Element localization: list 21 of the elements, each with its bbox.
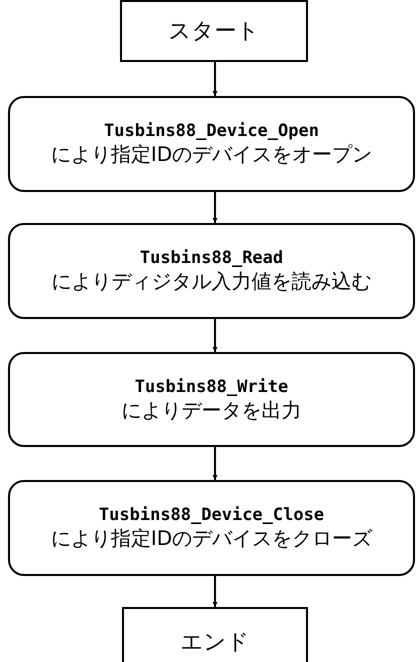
arrow bbox=[212, 447, 218, 480]
arrow bbox=[212, 576, 218, 607]
process-box bbox=[8, 223, 415, 319]
function-name: Tusbins88_Device_Open bbox=[104, 121, 319, 141]
step-description: により指定IDのデバイスをクローズ bbox=[50, 525, 374, 551]
step-description: によりディジタル入力値を読み込む bbox=[50, 268, 372, 294]
arrow bbox=[212, 319, 218, 352]
process-box bbox=[8, 96, 415, 192]
function-name: Tusbins88_Read bbox=[140, 248, 284, 268]
terminal-label: エンド bbox=[180, 629, 250, 657]
process-box bbox=[8, 480, 415, 576]
start-box bbox=[120, 0, 308, 62]
arrow bbox=[212, 62, 218, 96]
terminal-label: スタート bbox=[168, 18, 260, 46]
function-name: Tusbins88_Device_Close bbox=[98, 505, 324, 525]
end-box bbox=[122, 607, 308, 662]
process-box bbox=[8, 352, 415, 447]
function-name: Tusbins88_Write bbox=[134, 376, 288, 396]
step-description: により指定IDのデバイスをオープン bbox=[50, 141, 374, 167]
step-description: によりデータを出力 bbox=[120, 396, 302, 422]
arrow bbox=[212, 192, 218, 223]
